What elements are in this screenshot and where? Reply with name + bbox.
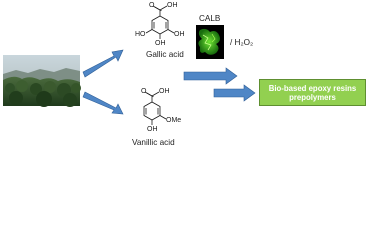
gallic-oh-right-label: OH (174, 31, 185, 38)
scheme-svg: O OH HO OH OH Gallic acid O OH OMe OH Va… (3, 2, 256, 147)
output-line2: prepolymers (289, 92, 336, 102)
calb-enzyme-image (196, 25, 224, 59)
gallic-acid-label: Gallic acid (146, 50, 184, 59)
arrow-to-vanillic (82, 91, 124, 115)
gallic-oh-top-label: OH (167, 2, 178, 9)
arrow-to-gallic (82, 49, 124, 78)
scheme-canvas: O OH HO OH OH Gallic acid O OH OMe OH Va… (3, 2, 366, 147)
calb-label: CALB (199, 14, 221, 23)
gallic-ho-left-label: HO (135, 31, 146, 38)
vanillic-o-label: O (141, 88, 147, 95)
forest-photo (3, 55, 81, 107)
output-text: Bio-based epoxy resins prepolymers (269, 84, 357, 102)
vanillic-acid-structure (143, 91, 167, 125)
vanillic-ome-label: OMe (166, 117, 181, 124)
h2o2-label: / H₂O₂ (230, 38, 253, 47)
gallic-o-label: O (149, 2, 155, 9)
gallic-acid-structure (145, 5, 175, 39)
gallic-oh-bottom-label: OH (155, 40, 166, 47)
arrow-vanillic-to-product (213, 84, 256, 102)
output-line1: Bio-based epoxy resins (268, 83, 357, 93)
output-box: Bio-based epoxy resins prepolymers (259, 79, 366, 106)
vanillic-oh-bottom-label: OH (147, 126, 158, 133)
vanillic-oh-top-label: OH (159, 88, 170, 95)
arrow-gallic-to-product (183, 67, 238, 85)
vanillic-acid-label: Vanillic acid (132, 138, 175, 147)
